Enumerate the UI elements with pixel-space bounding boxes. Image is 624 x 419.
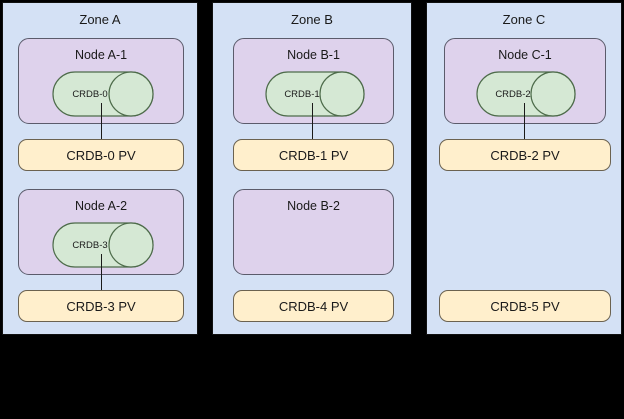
- crdb-1-pv[interactable]: CRDB-1 PV: [233, 139, 394, 171]
- crdb-3-pv[interactable]: CRDB-3 PV: [18, 290, 184, 322]
- zone-b-title: Zone B: [291, 12, 333, 27]
- crdb-5-pv-label: CRDB-5 PV: [490, 298, 560, 314]
- zone-c-title: Zone C: [502, 12, 546, 27]
- node-c-1-title: Node C-1: [498, 48, 552, 62]
- crdb-1-pv-label: CRDB-1 PV: [278, 147, 349, 163]
- crdb-2-pv-label: CRDB-2 PV: [490, 147, 560, 163]
- zone-c: Zone C Node C-1 CRDB-2 CRDB-2 PV CRDB-5 …: [426, 2, 622, 335]
- zone-b: Zone B Node B-1 CRDB-1 CRDB-1 PV Node B-…: [212, 2, 412, 335]
- connector-crdb-3-to-pv: [101, 254, 102, 290]
- node-b-1[interactable]: Node B-1 CRDB-1: [233, 38, 394, 124]
- crdb-2-pv[interactable]: CRDB-2 PV: [439, 139, 611, 171]
- node-b-2-title: Node B-2: [287, 199, 340, 213]
- cylinder-icon: [52, 222, 154, 268]
- connector-crdb-0-to-pv: [101, 103, 102, 139]
- crdb-0-pv[interactable]: CRDB-0 PV: [18, 139, 184, 171]
- node-c-1[interactable]: Node C-1 CRDB-2: [444, 38, 606, 124]
- node-b-2[interactable]: Node B-2: [233, 189, 394, 275]
- zone-a: Zone A Node A-1 CRDB-0 CRDB-0 PV Node A-…: [2, 2, 198, 335]
- crdb-2-cylinder[interactable]: CRDB-2: [476, 71, 576, 117]
- node-b-1-title: Node B-1: [287, 48, 340, 62]
- crdb-4-pv-label: CRDB-4 PV: [278, 298, 349, 314]
- connector-crdb-2-to-pv: [524, 103, 525, 139]
- crdb-3-cylinder[interactable]: CRDB-3: [52, 222, 154, 268]
- crdb-5-pv[interactable]: CRDB-5 PV: [439, 290, 611, 322]
- connector-crdb-1-to-pv: [312, 103, 313, 139]
- node-a-1-title: Node A-1: [74, 48, 128, 62]
- zone-a-title: Zone A: [79, 12, 121, 27]
- crdb-4-pv[interactable]: CRDB-4 PV: [233, 290, 394, 322]
- crdb-0-pv-label: CRDB-0 PV: [66, 147, 136, 163]
- node-a-2-title: Node A-2: [74, 199, 128, 213]
- crdb-0-cylinder[interactable]: CRDB-0: [52, 71, 154, 117]
- cylinder-icon: [52, 71, 154, 117]
- crdb-1-cylinder[interactable]: CRDB-1: [265, 71, 365, 117]
- crdb-3-pv-label: CRDB-3 PV: [66, 298, 136, 314]
- cylinder-icon: [476, 71, 576, 117]
- cylinder-icon: [265, 71, 365, 117]
